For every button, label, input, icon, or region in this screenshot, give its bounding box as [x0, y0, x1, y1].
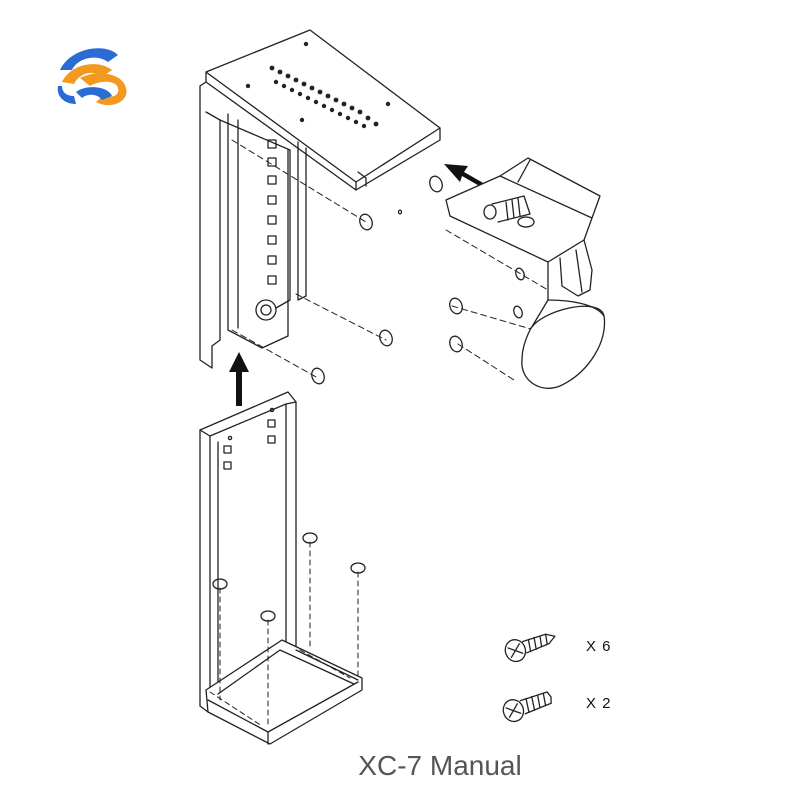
lower-tray [199, 391, 363, 745]
washers [311, 175, 525, 385]
screw-a-quantity: X 6 [586, 638, 612, 655]
lower-alignment [209, 532, 366, 727]
adjustment-slots [245, 41, 391, 129]
screw-b-quantity: X 2 [586, 695, 612, 712]
arrow-up-icon [229, 352, 249, 406]
brand-logo-icon [57, 48, 127, 106]
frame-square-slots [267, 139, 277, 285]
clamp-screw-icon [483, 195, 535, 228]
screw-a-icon [504, 633, 556, 663]
clamp-assembly [445, 157, 606, 389]
clamp-pad [521, 299, 606, 389]
frame-knob [255, 299, 277, 321]
screw-b-icon [502, 691, 552, 723]
manual-caption: XC-7 Manual [358, 750, 522, 781]
upper-bracket [199, 29, 441, 369]
